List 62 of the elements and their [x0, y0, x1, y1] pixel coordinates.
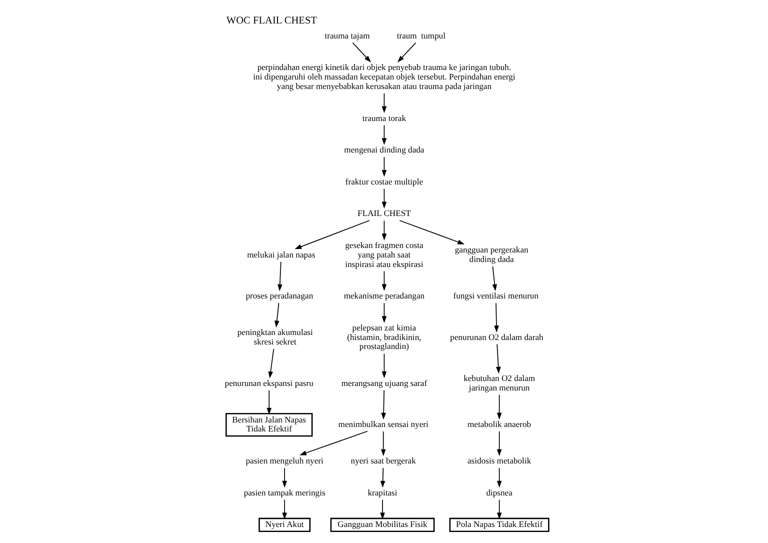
arrow — [382, 353, 387, 378]
arrow — [381, 390, 386, 420]
node-text: asidosis metabolik — [468, 455, 532, 466]
arrow — [266, 390, 272, 415]
node-text: dipsnea — [486, 487, 512, 498]
arrow — [352, 42, 371, 62]
arrow — [380, 431, 386, 456]
arrow — [382, 124, 387, 146]
arrow — [492, 266, 498, 292]
node-box: Gangguan Mobilitas Fisik — [330, 518, 435, 532]
node-text: pasien tampak meringis — [244, 487, 326, 498]
arrow — [496, 499, 502, 520]
arrow — [282, 468, 287, 488]
node-text: menimbulkan sensai nyeri — [338, 418, 428, 429]
node-text: mekanisme peradangan — [344, 290, 425, 301]
node-text: traum tumpul — [396, 30, 446, 40]
node-text: proses peradanagan — [246, 290, 314, 301]
node-text: fraktur costae multiple — [345, 176, 424, 186]
arrow — [382, 220, 387, 241]
node-text: melukai jalan napas — [247, 249, 316, 260]
arrow — [382, 302, 387, 323]
arrow — [268, 348, 274, 378]
arrow — [300, 430, 368, 456]
arrow — [382, 188, 387, 209]
arrow — [397, 42, 416, 62]
arrow — [382, 92, 387, 114]
node-text: gesekan fragmen costa yang patah saat inspirasi atau ekspirasi — [345, 240, 424, 269]
node-text: trauma tajam — [324, 30, 370, 40]
diagram-title: WOC FLAIL CHEST — [226, 15, 317, 26]
arrow — [380, 499, 385, 520]
arrow — [282, 499, 287, 520]
node-box: Nyeri Akut — [258, 518, 311, 532]
node-text: peningktan akumulasi skresi sekret — [237, 327, 313, 347]
node-text: trauma torak — [362, 112, 406, 123]
node-box: Bersihan Jalan Napas Tidak Efektif — [226, 413, 313, 437]
arrow — [496, 468, 502, 488]
arrow — [274, 302, 280, 328]
arrow — [494, 302, 499, 332]
node-text: merangsang ujuang saraf — [341, 378, 428, 388]
node-text: nyeri saat bergerak — [350, 455, 416, 466]
node-text: pelepsan zat kimia (histamin, bradikinin, prostaglandin) — [347, 322, 422, 352]
node-text: mengenai dinding dada — [344, 144, 424, 155]
node-text: penurunan ekspansi pasru — [224, 378, 314, 388]
node-text: kebutuhan O2 dalam jaringan menurun — [464, 373, 536, 392]
node-text: FLAIL CHEST — [358, 208, 411, 218]
node-text: fungsi ventilasi menurun — [453, 290, 539, 301]
node-box: Pola Napas Tidak Efektif — [449, 518, 550, 532]
arrow — [382, 156, 387, 177]
arrow — [382, 270, 387, 291]
node-text: pasien mengeluh nyeri — [246, 455, 324, 466]
arrow — [278, 261, 282, 292]
node-text: perpindahan energi kinetik dari objek penyebab trauma ke jaringan tubuh. ini dipengaruhi oleh massadan kecepatan objek tersebut. Perpindahan energi yang besar menyebabkan kerusakan atau trauma pada jaringan — [253, 62, 516, 91]
arrow — [380, 468, 386, 488]
arrow — [496, 394, 502, 420]
node-text: penurunan O2 dalam darah — [450, 332, 544, 342]
node-text: metabolik anaerob — [468, 418, 532, 429]
arrow — [496, 344, 501, 374]
arrow — [294, 220, 370, 250]
arrow — [496, 431, 502, 456]
arrow — [399, 220, 465, 244]
node-text: krapitasi — [368, 487, 398, 498]
node-text: gangguan pergerakan dinding dada — [454, 244, 528, 264]
